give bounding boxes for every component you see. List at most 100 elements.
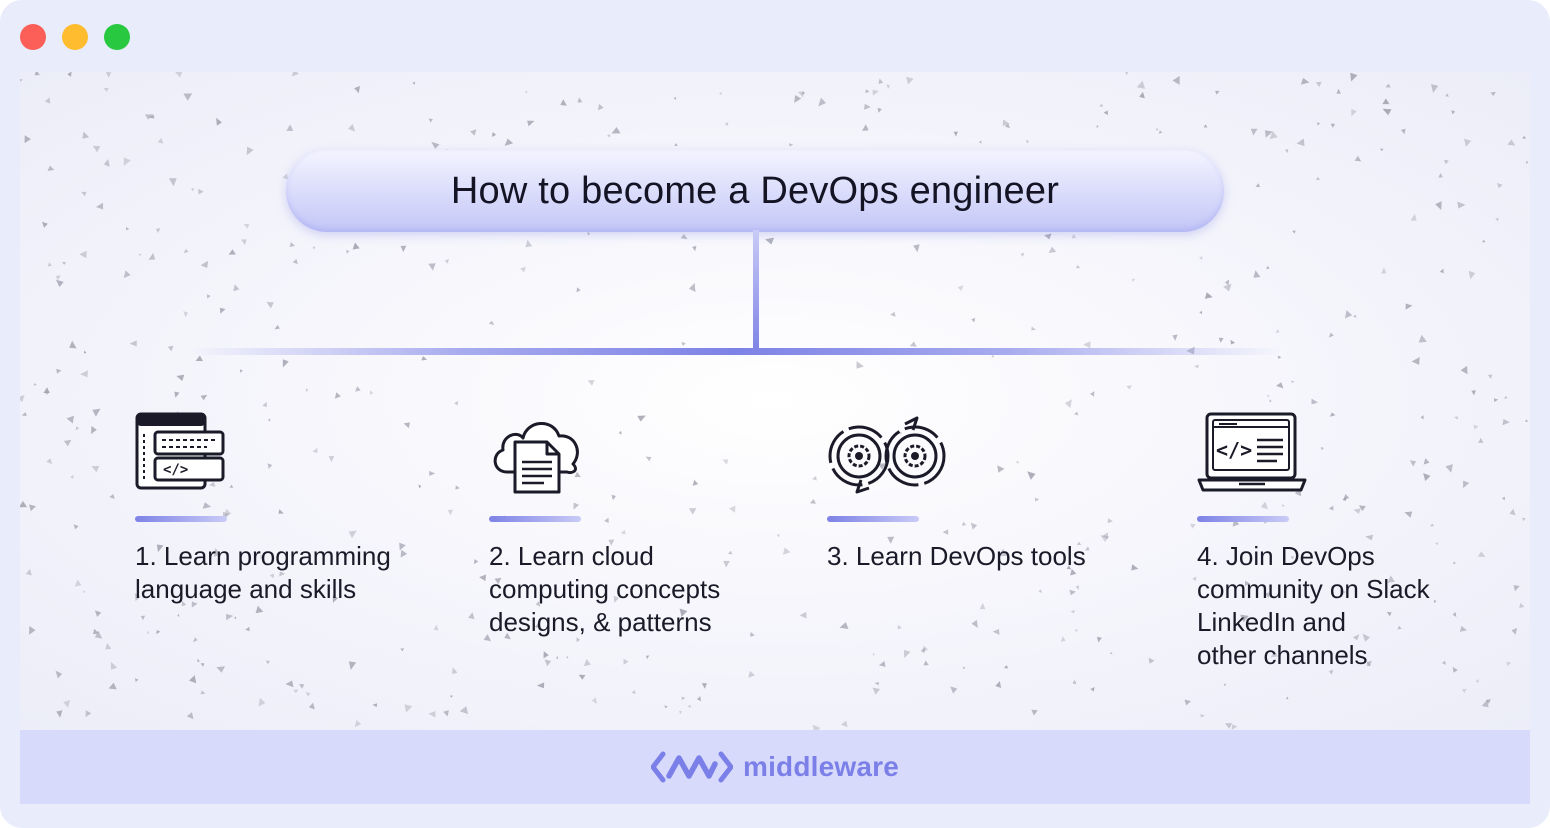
speckle	[213, 548, 221, 557]
speckle	[872, 89, 880, 96]
speckle	[418, 484, 422, 489]
step-4: </> 4. Join DevOps community on Slack Li…	[1197, 412, 1517, 672]
speckle	[403, 422, 410, 429]
speckle	[543, 651, 549, 659]
speckle	[1090, 687, 1095, 692]
speckle	[219, 307, 226, 314]
speckle	[1350, 72, 1358, 82]
speckle	[906, 76, 914, 85]
speckle	[872, 687, 881, 695]
speckle	[1519, 602, 1525, 608]
speckle	[1497, 183, 1503, 189]
speckle	[1351, 108, 1357, 117]
speckle	[1339, 589, 1346, 597]
brand-logo[interactable]: middleware	[650, 750, 900, 784]
speckle	[1525, 160, 1529, 164]
speckle	[92, 145, 101, 153]
speckle	[278, 509, 284, 514]
speckle	[1099, 103, 1104, 107]
close-window-button[interactable]	[20, 24, 46, 50]
speckle	[1109, 651, 1113, 655]
speckle	[313, 246, 316, 250]
speckle	[1225, 723, 1233, 729]
speckle	[962, 666, 966, 670]
speckle	[262, 401, 267, 408]
speckle	[679, 710, 683, 715]
speckle	[701, 683, 707, 689]
speckle	[79, 250, 87, 259]
speckle	[504, 632, 511, 640]
speckle	[103, 87, 109, 92]
speckle	[209, 481, 216, 487]
speckle	[897, 624, 902, 630]
speckle	[200, 663, 205, 667]
speckle	[334, 392, 341, 399]
speckle	[1085, 546, 1090, 551]
speckle	[44, 97, 51, 104]
speckle	[399, 542, 406, 551]
speckle	[942, 529, 949, 535]
speckle	[202, 502, 212, 509]
speckle	[447, 509, 454, 516]
speckle	[1460, 365, 1468, 375]
speckle	[1266, 265, 1270, 270]
speckle	[1189, 523, 1196, 529]
speckle	[877, 107, 882, 113]
speckle	[566, 656, 569, 659]
step-2-accent-bar	[489, 516, 581, 522]
speckle	[1506, 661, 1512, 666]
speckle	[137, 253, 142, 257]
speckle	[267, 463, 273, 469]
speckle	[1358, 505, 1366, 512]
speckle	[801, 91, 806, 95]
speckle	[597, 103, 604, 111]
speckle	[198, 188, 204, 195]
speckle	[92, 408, 101, 417]
speckle	[75, 426, 80, 431]
speckle	[1328, 332, 1334, 338]
speckle	[197, 658, 200, 663]
speckle	[459, 706, 469, 715]
speckle	[555, 655, 559, 659]
speckle	[1199, 310, 1203, 315]
speckle	[1495, 217, 1499, 222]
speckle	[1064, 399, 1072, 409]
speckle	[1277, 355, 1282, 359]
gears-cycle-icon	[828, 416, 946, 494]
speckle	[748, 670, 755, 678]
speckle	[862, 124, 869, 131]
speckle	[494, 577, 502, 585]
speckle	[1107, 518, 1113, 524]
speckle	[1267, 394, 1270, 397]
maximize-window-button[interactable]	[104, 24, 130, 50]
speckle	[346, 249, 350, 254]
speckle	[856, 361, 864, 369]
speckle	[189, 675, 197, 684]
speckle	[608, 539, 615, 546]
speckle	[1031, 709, 1038, 716]
speckle	[794, 95, 802, 103]
brand-name: middleware	[742, 751, 900, 782]
speckle	[126, 227, 130, 231]
minimize-window-button[interactable]	[62, 24, 88, 50]
speckle	[722, 459, 729, 465]
speckle	[95, 202, 104, 210]
speckle	[1016, 460, 1020, 464]
speckle	[1155, 127, 1159, 131]
speckle	[108, 682, 117, 690]
speckle	[282, 173, 289, 180]
speckle	[1410, 213, 1417, 221]
speckle	[1477, 551, 1486, 558]
speckle	[1071, 233, 1077, 239]
speckle	[970, 522, 978, 530]
speckle	[1070, 610, 1075, 614]
speckle	[1353, 314, 1357, 318]
speckle	[979, 602, 986, 610]
speckle	[91, 466, 100, 473]
speckle	[233, 284, 240, 292]
speckle	[479, 574, 486, 582]
speckle	[103, 159, 110, 167]
speckle	[797, 91, 804, 98]
speckle	[55, 670, 63, 679]
speckle	[279, 571, 286, 577]
